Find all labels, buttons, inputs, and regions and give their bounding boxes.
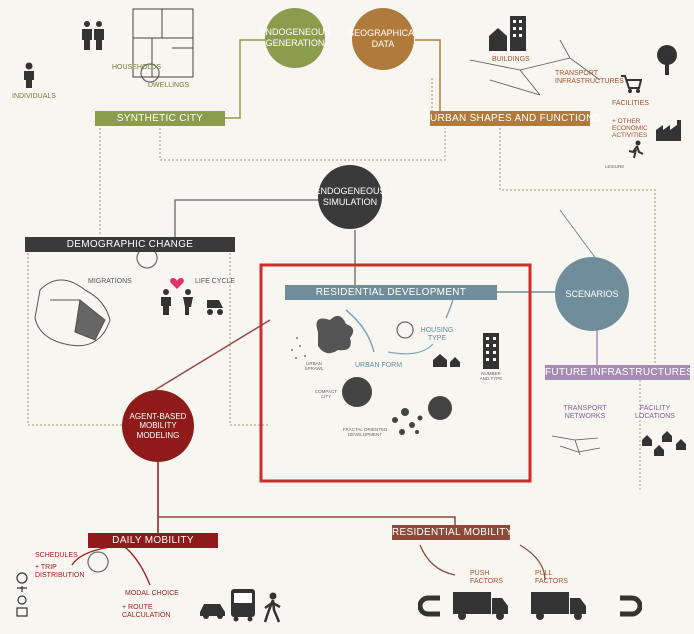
hub-agent-based-modeling: AGENT-BASED MOBILITY MODELING	[122, 390, 194, 462]
factory-icon	[655, 120, 683, 142]
label-transport-networks: TRANSPORT NETWORKS	[563, 405, 607, 420]
link-gen-synthetic	[225, 39, 265, 119]
hub-endogeneous-simulation: ENDOGENEOUS SIMULATION	[315, 165, 386, 229]
hub-endogeneous-generation: ENDOGENEOUS GENERATION	[260, 8, 331, 68]
cycle-households	[140, 63, 160, 83]
label-households: HOUSEHOLDS	[112, 64, 162, 71]
link-demo-mid	[229, 245, 270, 426]
magnet-left-icon	[417, 595, 442, 617]
bar-future-infrastructures: FUTURE INFRASTRUCTURES	[545, 365, 694, 380]
tree-icon	[655, 45, 679, 75]
bar-synthetic-city: SYNTHETIC CITY	[95, 111, 225, 126]
stroller-icon	[205, 296, 227, 316]
label-transport-infrastructures: TRANSPORT INFRASTRUCTURES	[555, 70, 624, 85]
moving-truck-icon	[452, 590, 510, 622]
person-icon	[22, 62, 36, 88]
dwelling-plans-icon	[132, 8, 194, 78]
link-sim-demo	[174, 199, 320, 238]
bar-demographic-change: DEMOGRAPHIC CHANGE	[25, 237, 235, 252]
link-geo-urban	[415, 39, 441, 118]
car-icon	[198, 600, 228, 620]
label-individuals: INDIVIDUALS	[12, 93, 56, 100]
bar-residential-mobility: RESIDENTIAL MOBILITY	[392, 525, 513, 540]
family-icon	[158, 275, 196, 315]
label-leisure: LEISURE	[605, 164, 625, 169]
label-urban-form: URBAN FORM	[355, 362, 403, 369]
label-trip-distribution: + TRIP DISTRIBUTION	[35, 564, 85, 579]
highlight-box	[259, 263, 532, 483]
label-facilities: FACILITIES	[612, 100, 649, 107]
activity-icons	[14, 572, 32, 622]
label-modal-choice: MODAL CHOICE	[125, 590, 179, 597]
label-dwellings: DWELLINGS	[148, 82, 190, 89]
link-synthetic-bottom	[159, 128, 446, 161]
label-migrations: MIGRATIONS	[88, 278, 132, 285]
moving-truck-2-icon	[530, 590, 588, 622]
label-facility-locations: FACILITY LOCATIONS	[635, 405, 675, 420]
link-scen-urban	[559, 209, 598, 261]
facility-houses-icon	[640, 428, 688, 458]
bus-icon	[230, 588, 256, 622]
arrow-push	[419, 544, 456, 576]
migration-map	[34, 279, 111, 347]
urban-form-illustration	[291, 291, 456, 435]
apartment-building-icon	[482, 332, 500, 370]
label-compact-city: COMPACT CITY	[314, 389, 338, 399]
link-demo-left	[27, 245, 130, 426]
link-agent-res	[154, 319, 271, 391]
cycle-housing	[396, 321, 414, 339]
label-housing-type: HOUSING TYPE	[420, 327, 454, 342]
buildings-icon	[488, 14, 528, 52]
label-urban-sprawl: URBAN SPRAWL	[304, 361, 324, 371]
bar-residential-development: RESIDENTIAL DEVELOPMENT	[285, 285, 497, 300]
bar-daily-mobility: DAILY MOBILITY	[88, 533, 218, 548]
walking-person-icon	[262, 592, 284, 624]
hub-geographical-data: GEOGRAPHICAL DATA	[347, 8, 419, 70]
label-pull-factors: PULL FACTORS	[535, 570, 568, 585]
label-push-factors: PUSH FACTORS	[470, 570, 503, 585]
magnet-right-icon	[618, 595, 643, 617]
link-agent-resmob	[158, 516, 456, 527]
label-buildings: BUILDINGS	[492, 56, 530, 63]
bar-urban-shapes: URBAN SHAPES AND FUNCTIONS	[430, 111, 601, 126]
runner-icon	[628, 140, 644, 160]
shopping-cart-icon	[620, 74, 643, 94]
label-number-and-type: NUMBER AND TYPE	[479, 371, 503, 381]
household-icon	[80, 20, 106, 50]
cycle-trip	[87, 551, 109, 573]
label-route-calculation: + ROUTE CALCULATION	[122, 604, 171, 619]
hub-scenarios: SCENARIOS	[555, 257, 629, 331]
label-schedules: SCHEDULES	[35, 552, 78, 559]
label-life-cycle: LIFE CYCLE	[195, 278, 236, 285]
house-icon	[432, 352, 462, 368]
link-urban-right	[499, 128, 656, 370]
arrow-pull	[519, 544, 546, 581]
transport-network-illustration	[469, 39, 601, 456]
arrow-daily-right	[124, 546, 151, 586]
label-other-economic-activities: + OTHER ECONOMIC ACTIVITIES	[612, 118, 648, 140]
label-fractal-development: FRACTAL ORIENTED DEVELOPMENT	[342, 427, 388, 437]
